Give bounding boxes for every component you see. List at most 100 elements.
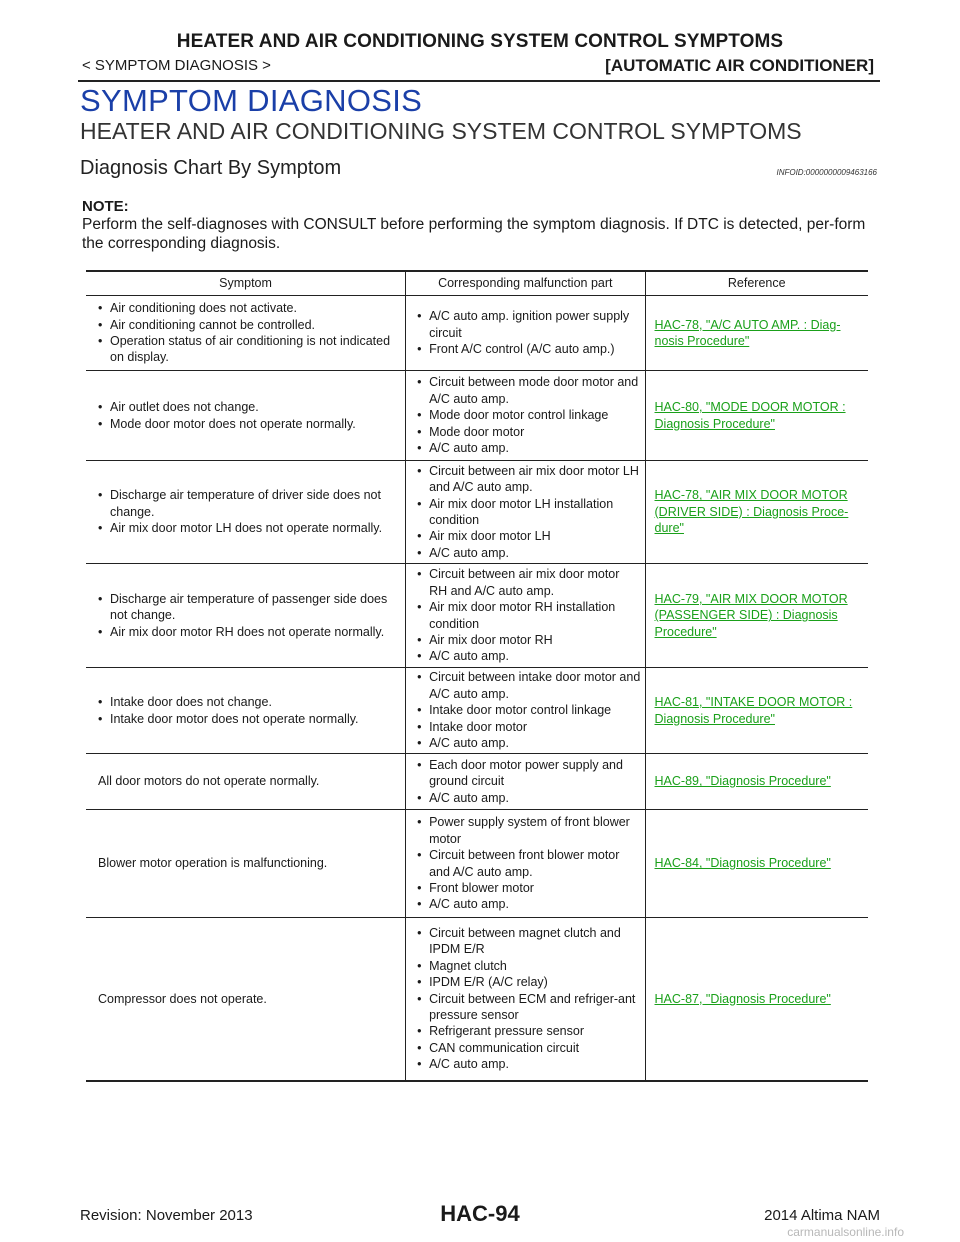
table-row: Discharge air temperature of driver side… bbox=[86, 460, 868, 564]
symptom-list: Intake door does not change.Intake door … bbox=[98, 694, 401, 727]
symptom-list: Discharge air temperature of driver side… bbox=[98, 487, 401, 537]
malfunction-part-item: Circuit between intake door motor and A/… bbox=[417, 669, 640, 702]
symptom-item: Discharge air temperature of passenger s… bbox=[98, 591, 401, 624]
symptom-cell: Air outlet does not change.Mode door mot… bbox=[86, 370, 406, 461]
symptom-item: Air conditioning does not activate. bbox=[98, 300, 401, 317]
reference-link[interactable]: HAC-78, "A/C AUTO AMP. : Diag-nosis Proc… bbox=[654, 317, 841, 348]
malfunction-part-item: A/C auto amp. bbox=[417, 545, 640, 562]
reference-link[interactable]: HAC-84, "Diagnosis Procedure" bbox=[654, 856, 831, 871]
symptom-cell: Intake door does not change.Intake door … bbox=[86, 667, 406, 754]
symptom-list: Discharge air temperature of passenger s… bbox=[98, 591, 401, 641]
malfunction-part-item: CAN communication circuit bbox=[417, 1040, 640, 1057]
malfunction-part-item: A/C auto amp. bbox=[417, 648, 640, 665]
column-header-symptom: Symptom bbox=[86, 270, 406, 296]
malfunction-part-list: Each door motor power supply and ground … bbox=[417, 757, 640, 807]
info-id: INFOID:0000000009463166 bbox=[776, 168, 877, 177]
table-row: Air outlet does not change.Mode door mot… bbox=[86, 370, 868, 461]
malfunction-part-cell: A/C auto amp. ignition power supply circ… bbox=[405, 295, 646, 371]
footer-model: 2014 Altima NAM bbox=[764, 1207, 880, 1224]
reference-cell: HAC-78, "AIR MIX DOOR MOTOR (DRIVER SIDE… bbox=[644, 460, 868, 564]
symptom-item: Air outlet does not change. bbox=[98, 399, 401, 416]
malfunction-part-item: A/C auto amp. bbox=[417, 735, 640, 752]
malfunction-part-list: Circuit between air mix door motor LH an… bbox=[417, 463, 640, 562]
reference-link[interactable]: HAC-89, "Diagnosis Procedure" bbox=[654, 774, 831, 789]
malfunction-part-item: Mode door motor bbox=[417, 424, 640, 441]
footer-revision: Revision: November 2013 bbox=[80, 1207, 253, 1224]
malfunction-part-item: Refrigerant pressure sensor bbox=[417, 1023, 640, 1040]
symptom-item: Operation status of air conditioning is … bbox=[98, 333, 401, 366]
symptom-item: Mode door motor does not operate normall… bbox=[98, 416, 401, 433]
malfunction-part-item: Circuit between mode door motor and A/C … bbox=[417, 374, 640, 407]
malfunction-part-item: Intake door motor bbox=[417, 719, 640, 736]
malfunction-part-item: A/C auto amp. bbox=[417, 896, 640, 913]
malfunction-part-list: Power supply system of front blower moto… bbox=[417, 814, 640, 913]
symptom-cell: Blower motor operation is malfunctioning… bbox=[86, 809, 406, 918]
malfunction-part-item: Air mix door motor RH installation condi… bbox=[417, 599, 640, 632]
reference-link[interactable]: HAC-80, "MODE DOOR MOTOR : Diagnosis Pro… bbox=[654, 400, 846, 431]
symptom-list: Air outlet does not change.Mode door mot… bbox=[98, 399, 401, 432]
symptom-cell: Discharge air temperature of driver side… bbox=[86, 460, 406, 564]
reference-cell: HAC-79, "AIR MIX DOOR MOTOR (PASSENGER S… bbox=[644, 563, 868, 668]
reference-link[interactable]: HAC-78, "AIR MIX DOOR MOTOR (DRIVER SIDE… bbox=[654, 488, 849, 536]
table-row: Intake door does not change.Intake door … bbox=[86, 667, 868, 754]
reference-link[interactable]: HAC-87, "Diagnosis Procedure" bbox=[654, 991, 831, 1006]
symptom-item: Intake door does not change. bbox=[98, 694, 401, 711]
symptom-text: Blower motor operation is malfunctioning… bbox=[98, 856, 328, 871]
note-text: Perform the self-diagnoses with CONSULT … bbox=[82, 216, 866, 252]
column-header-malfunction-part: Corresponding malfunction part bbox=[405, 270, 646, 296]
section-title: SYMPTOM DIAGNOSIS bbox=[80, 83, 423, 118]
symptom-list: Air conditioning does not activate.Air c… bbox=[98, 300, 401, 366]
reference-cell: HAC-87, "Diagnosis Procedure" bbox=[644, 917, 868, 1082]
malfunction-part-item: Circuit between ECM and refriger-ant pre… bbox=[417, 991, 640, 1024]
malfunction-part-item: Circuit between magnet clutch and IPDM E… bbox=[417, 925, 640, 958]
table-row: All door motors do not operate normally.… bbox=[86, 753, 868, 810]
header-system-label: [AUTOMATIC AIR CONDITIONER] bbox=[605, 56, 874, 75]
table-row: Compressor does not operate. Circuit betw… bbox=[86, 917, 868, 1082]
table-header-row: Symptom Corresponding malfunction part R… bbox=[86, 270, 868, 296]
note-label: NOTE: bbox=[82, 198, 129, 215]
malfunction-part-cell: Each door motor power supply and ground … bbox=[405, 753, 646, 810]
symptom-text: Compressor does not operate. bbox=[98, 991, 267, 1006]
malfunction-part-item: Each door motor power supply and ground … bbox=[417, 757, 640, 790]
malfunction-part-item: Circuit between front blower motor and A… bbox=[417, 847, 640, 880]
reference-cell: HAC-89, "Diagnosis Procedure" bbox=[644, 753, 868, 810]
malfunction-part-list: Circuit between magnet clutch and IPDM E… bbox=[417, 925, 640, 1073]
chart-heading: Diagnosis Chart By Symptom bbox=[80, 157, 342, 179]
reference-cell: HAC-78, "A/C AUTO AMP. : Diag-nosis Proc… bbox=[644, 295, 868, 371]
malfunction-part-cell: Circuit between air mix door motor LH an… bbox=[405, 460, 646, 564]
malfunction-part-item: A/C auto amp. bbox=[417, 790, 640, 807]
symptom-item: Air mix door motor LH does not operate n… bbox=[98, 520, 401, 537]
table-row: Blower motor operation is malfunctioning… bbox=[86, 809, 868, 918]
malfunction-part-list: Circuit between mode door motor and A/C … bbox=[417, 374, 640, 456]
symptom-item: Intake door motor does not operate norma… bbox=[98, 711, 401, 728]
malfunction-part-item: IPDM E/R (A/C relay) bbox=[417, 974, 640, 991]
malfunction-part-cell: Circuit between mode door motor and A/C … bbox=[405, 370, 646, 461]
malfunction-part-item: Power supply system of front blower moto… bbox=[417, 814, 640, 847]
malfunction-part-cell: Power supply system of front blower moto… bbox=[405, 809, 646, 918]
malfunction-part-cell: Circuit between magnet clutch and IPDM E… bbox=[405, 917, 646, 1082]
table-row: Air conditioning does not activate.Air c… bbox=[86, 295, 868, 371]
column-header-reference: Reference bbox=[644, 270, 868, 296]
table-body: Air conditioning does not activate.Air c… bbox=[86, 295, 868, 1082]
reference-link[interactable]: HAC-81, "INTAKE DOOR MOTOR : Diagnosis P… bbox=[654, 695, 853, 726]
malfunction-part-item: Mode door motor control linkage bbox=[417, 407, 640, 424]
malfunction-part-list: Circuit between air mix door motor RH an… bbox=[417, 566, 640, 665]
diagnosis-chart-table: Symptom Corresponding malfunction part R… bbox=[86, 270, 868, 1082]
malfunction-part-item: Circuit between air mix door motor RH an… bbox=[417, 566, 640, 599]
malfunction-part-item: A/C auto amp. bbox=[417, 440, 640, 457]
symptom-item: Air conditioning cannot be controlled. bbox=[98, 317, 401, 334]
table-row: Discharge air temperature of passenger s… bbox=[86, 563, 868, 668]
symptom-cell: Discharge air temperature of passenger s… bbox=[86, 563, 406, 668]
malfunction-part-item: Front A/C control (A/C auto amp.) bbox=[417, 341, 640, 358]
malfunction-part-item: Magnet clutch bbox=[417, 958, 640, 975]
reference-link[interactable]: HAC-79, "AIR MIX DOOR MOTOR (PASSENGER S… bbox=[654, 591, 848, 639]
malfunction-part-list: Circuit between intake door motor and A/… bbox=[417, 669, 640, 751]
malfunction-part-cell: Circuit between intake door motor and A/… bbox=[405, 667, 646, 754]
malfunction-part-item: Intake door motor control linkage bbox=[417, 702, 640, 719]
malfunction-part-cell: Circuit between air mix door motor RH an… bbox=[405, 563, 646, 668]
malfunction-part-item: Air mix door motor LH installation condi… bbox=[417, 496, 640, 529]
symptom-cell: All door motors do not operate normally. bbox=[86, 753, 406, 810]
malfunction-part-item: Air mix door motor RH bbox=[417, 632, 640, 649]
symptom-item: Discharge air temperature of driver side… bbox=[98, 487, 401, 520]
header-divider bbox=[78, 80, 880, 82]
